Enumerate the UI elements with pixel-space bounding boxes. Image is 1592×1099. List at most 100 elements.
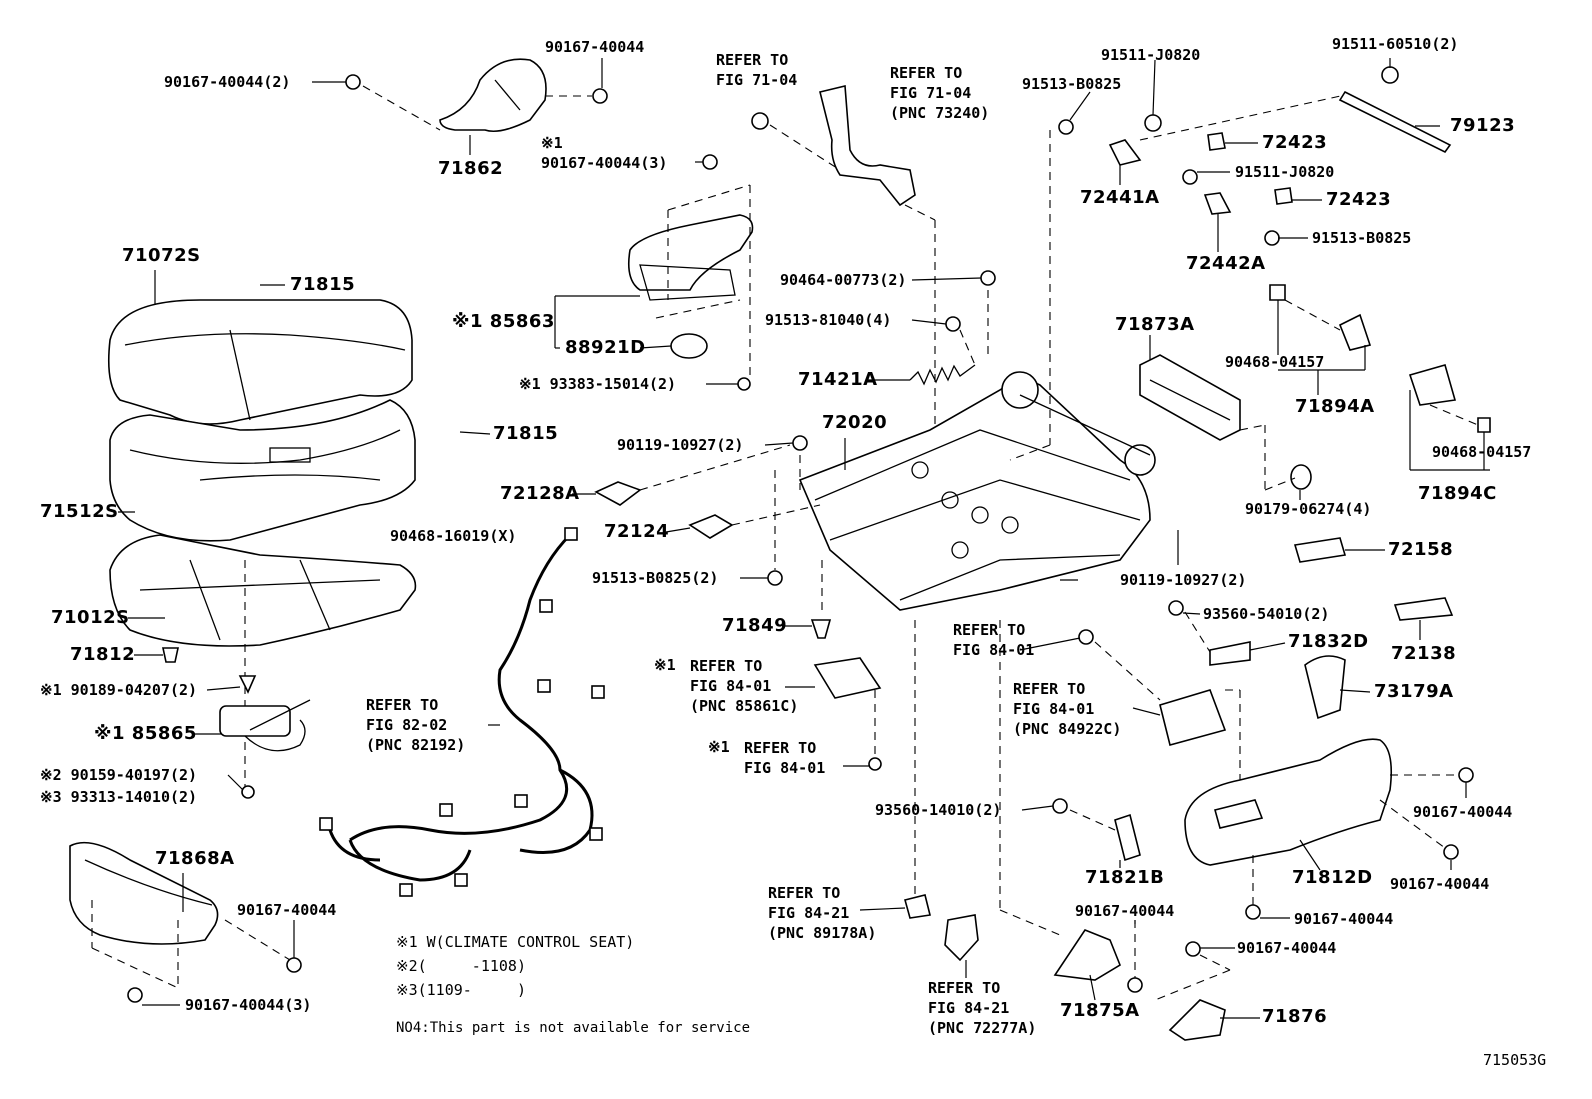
part-label-90167-40044-r2: 90167-40044 [1390,875,1490,893]
seat-cushion-frame-71012s [109,534,417,647]
figure-code: 715053G [1483,1051,1547,1069]
clip-71812 [162,647,179,663]
part-label-71868a: 71868A [155,848,235,869]
rod-79123 [1338,90,1452,154]
part-label-72423-b: 72423 [1326,189,1392,210]
footnote-1: ※1 W(CLIMATE CONTROL SEAT) [396,933,635,951]
part-label-72138: 72138 [1391,643,1457,664]
part-label-72158: 72158 [1388,539,1454,560]
part-label-91513-81040: 91513-81040(4) [765,311,892,329]
screw-90189 [238,675,257,694]
screw-93560-54010 [1168,600,1184,616]
part-label-91513-b0825-b: 91513-B0825 [1312,229,1412,247]
part-label-90179: 90179-06274(4) [1245,500,1372,518]
part-label-91511-j0820-b: 91511-J0820 [1235,163,1335,181]
part-label-90468-04157-b: 90468-04157 [1432,443,1532,461]
part-label-72442a: 72442A [1186,253,1266,274]
refer-fig84-01-c: REFER TO FIG 84-01 [953,621,1035,659]
part-label-90167-40044-r4: 90167-40044 [1237,939,1337,957]
part-label-72441a: 72441A [1080,187,1160,208]
part-label-71821b: 71821B [1085,867,1165,888]
seat-adjuster-72020 [798,371,1156,611]
bolt-91511-j0820-b [1182,169,1198,185]
part-label-90167-40044-3: 90167-40044(3) [541,154,668,172]
bracket-71876 [1168,999,1226,1041]
part-label-79123: 79123 [1450,115,1516,136]
side-cover-71812d [1184,738,1393,866]
part-label-90468-16019: 90468-16019(X) [390,527,517,545]
part-label-91513-b0825-2: 91513-B0825(2) [592,569,719,587]
refer-fig84-21-pnc89178a: REFER TO FIG 84-21 (PNC 89178A) [768,884,877,942]
screw-90167-bottom [127,987,143,1003]
screw-90167-r2 [1443,844,1459,860]
part-label-93313: ※3 93313-14010(2) [40,788,198,806]
refer-fig84-01-pnc84922c: REFER TO FIG 84-01 (PNC 84922C) [1013,680,1122,738]
part-label-71832d: 71832D [1288,631,1369,652]
footnote-3: ※3(1109- ) [396,981,526,999]
module-85863 [627,214,754,301]
part-label-91511-60510: 91511-60510(2) [1332,35,1459,53]
part-label-93560-14010: 93560-14010(2) [875,801,1002,819]
bracket-72442a [1203,192,1232,215]
cover-71894a [1338,313,1372,351]
part-label-90468-04157-a: 90468-04157 [1225,353,1325,371]
refer-fig71-04: REFER TO FIG 71-04 [716,51,798,89]
part-label-90167-40044-c: 90167-40044 [1075,902,1175,920]
part-label-91513-b0825-a: 91513-B0825 [1022,75,1122,93]
part-label-90167-40044-top: 90167-40044 [545,38,645,56]
screw-fig84-01 [1078,629,1094,645]
screw-90167-r4 [1185,941,1201,957]
bracket-72441a [1108,139,1142,166]
screw-71862-right [592,88,608,104]
seat-cushion-pad-71512s [109,399,416,542]
part-label-90167-40044-left: 90167-40044 [237,901,337,919]
part-label-90119-b: 90119-10927(2) [1120,571,1247,589]
refer-fig84-21-pnc72277a: REFER TO FIG 84-21 (PNC 72277A) [928,979,1037,1037]
part-label-90119-a: 90119-10927(2) [617,436,744,454]
seat-cushion-cover-71072s [107,299,413,425]
part-label-90167-40044-r1: 90167-40044 [1413,803,1513,821]
bracket-72277a [944,914,979,962]
footnote-2: ※2( -1108) [396,957,526,975]
wire-harness-82192 [319,527,605,897]
cover-71894c [1408,364,1457,406]
part-label-71873a: 71873A [1115,314,1195,335]
bracket-71832d [1209,641,1251,666]
refer-fig84-01-b: REFER TO FIG 84-01 [744,739,826,777]
lever-73240 [819,85,916,207]
note-mark-ref-85861c: ※1 [654,656,676,674]
footnote-no4: NO4:This part is not available for servi… [396,1020,751,1036]
refer-fig82-02: REFER TO FIG 82-02 (PNC 82192) [366,696,466,754]
stopper-71849 [810,619,832,639]
part-label-71894c: 71894C [1418,483,1497,504]
clip-72423-a [1207,132,1226,151]
note-mark-90167-3: ※1 [541,134,563,152]
part-label-72128a: 72128A [500,483,580,504]
part-label-71012s: 71012S [51,607,130,628]
spring-71421a [909,364,976,386]
climate-module-85865 [219,699,311,752]
ecu-85861c [813,657,882,699]
part-label-71849: 71849 [722,615,788,636]
cover-72158 [1293,537,1347,563]
part-label-90464: 90464-00773(2) [780,271,907,289]
side-trim-71868a [69,841,219,945]
part-label-71512s: 71512S [40,501,119,522]
screw-fig84 [868,757,882,771]
part-label-71812d: 71812D [1292,867,1373,888]
part-label-71815-a: 71815 [290,274,356,295]
bracket-71821b [1114,813,1141,862]
part-label-71812: 71812 [70,644,136,665]
part-label-71862: 71862 [438,158,504,179]
refer-fig84-01-pnc85861c: REFER TO FIG 84-01 (PNC 85861C) [690,657,799,715]
part-label-90159: ※2 90159-40197(2) [40,766,198,784]
part-label-88921d: 88921D [565,337,646,358]
part-label-93560-54010: 93560-54010(2) [1203,605,1330,623]
part-label-85865: ※1 85865 [94,723,197,744]
part-label-90189: ※1 90189-04207(2) [40,681,198,699]
part-label-93383: ※1 93383-15014(2) [519,375,677,393]
part-label-71072s: 71072S [122,245,201,266]
